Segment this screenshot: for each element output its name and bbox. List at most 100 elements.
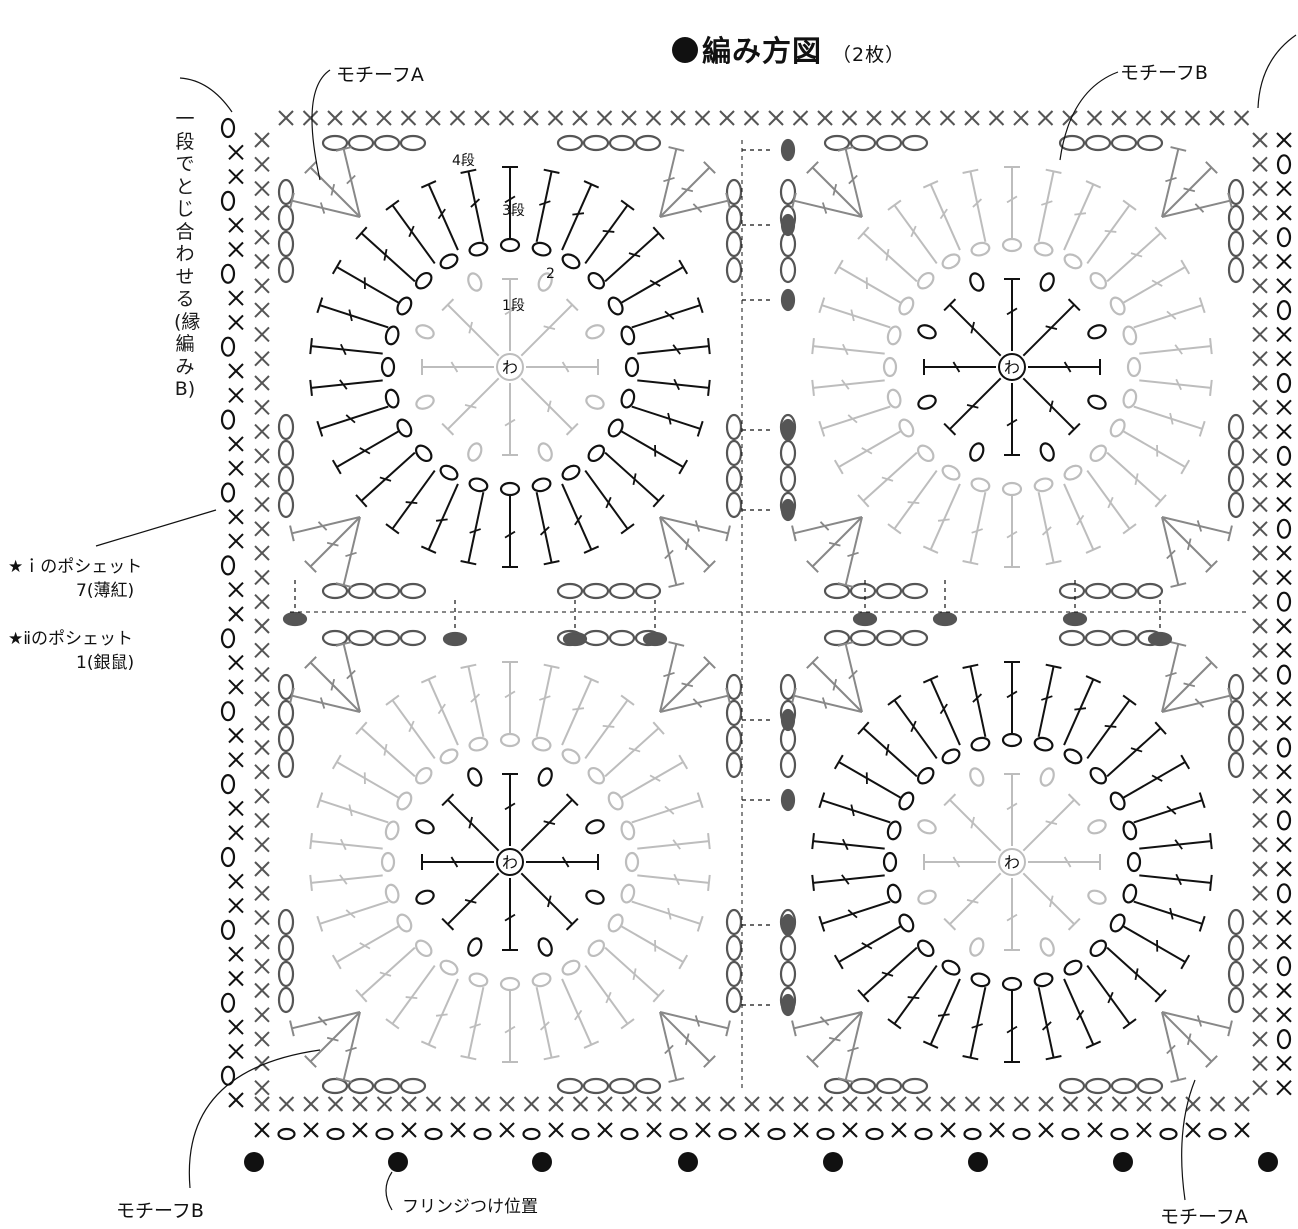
chain-stitch xyxy=(727,675,741,699)
chain-stitch xyxy=(1086,818,1107,836)
chain-stitch xyxy=(531,241,551,257)
chain-stitch xyxy=(1161,1129,1177,1139)
dc-stitch xyxy=(660,517,715,572)
chain-stitch xyxy=(884,853,896,871)
sc-stitch xyxy=(1253,522,1267,536)
motif-b-bottom-left: わ xyxy=(279,631,741,1093)
dc-stitch xyxy=(1064,484,1101,553)
dc-stitch xyxy=(310,875,382,891)
chain-stitch xyxy=(781,936,795,960)
chain-stitch xyxy=(915,443,936,464)
sc-stitch xyxy=(427,1097,441,1111)
chain-stitch xyxy=(897,790,916,812)
dc-stitch xyxy=(521,794,578,851)
sc-stitch xyxy=(794,111,808,125)
chain-stitch xyxy=(620,325,636,345)
dc-stitch xyxy=(637,833,709,849)
dc-stitch xyxy=(421,181,458,250)
poshette-i-color: 7(薄紅) xyxy=(76,580,134,603)
sc-stitch xyxy=(1253,498,1267,512)
chain-stitch xyxy=(1088,443,1109,464)
chain-stitch xyxy=(1062,252,1084,271)
sc-stitch xyxy=(1253,425,1267,439)
dc-stitch xyxy=(1028,359,1100,375)
dc-stitch xyxy=(963,665,986,737)
dc-stitch xyxy=(502,279,518,351)
fringe-dot xyxy=(1113,1152,1133,1172)
sc-stitch xyxy=(1088,1123,1102,1137)
chain-stitch xyxy=(781,441,795,465)
sc-stitch xyxy=(255,230,269,244)
dc-stitch xyxy=(526,359,598,375)
chain-stitch xyxy=(1229,258,1243,282)
dc-stitch xyxy=(835,431,901,474)
sc-stitch xyxy=(1277,473,1291,487)
motif-label-top-right: モチーフB xyxy=(1120,58,1208,85)
sc-stitch xyxy=(426,111,440,125)
chain-stitch xyxy=(501,978,519,990)
sc-stitch xyxy=(304,1097,318,1111)
dc-stitch xyxy=(386,695,435,758)
chain-stitch xyxy=(349,1079,373,1093)
dc-stitch xyxy=(944,299,1001,356)
dc-stitch xyxy=(537,987,560,1059)
dc-stitch xyxy=(1162,1012,1186,1082)
sc-stitch xyxy=(941,1097,955,1111)
fringe-dot xyxy=(678,1152,698,1172)
dc-stitch xyxy=(1139,874,1211,891)
chain-stitch xyxy=(501,483,519,495)
sc-stitch xyxy=(818,111,832,125)
chain-stitch xyxy=(414,323,435,341)
chain-stitch xyxy=(782,290,794,310)
dc-stitch xyxy=(1162,1012,1217,1067)
dc-stitch xyxy=(621,755,687,798)
dc-stitch xyxy=(923,676,960,745)
sc-stitch xyxy=(1277,570,1291,584)
chain-stitch xyxy=(916,818,937,836)
dc-stitch xyxy=(605,948,664,1002)
dc-stitch xyxy=(386,471,435,534)
chain-stitch xyxy=(782,140,794,160)
chain-stitch xyxy=(1060,584,1084,598)
sc-stitch xyxy=(255,886,269,900)
chain-stitch xyxy=(825,584,849,598)
dc-stitch xyxy=(502,495,518,567)
dc-stitch xyxy=(1123,926,1189,969)
sc-stitch xyxy=(1253,1056,1267,1070)
dc-stitch xyxy=(305,657,360,712)
leader-poshette xyxy=(96,510,216,546)
chain-stitch xyxy=(1229,701,1243,725)
chain-stitch xyxy=(222,629,234,647)
sc-stitch xyxy=(1186,1123,1200,1137)
sc-stitch xyxy=(868,1097,882,1111)
dc-stitch xyxy=(807,657,862,712)
dc-stitch xyxy=(888,200,937,263)
sc-stitch xyxy=(966,1097,980,1111)
chain-stitch xyxy=(536,766,554,787)
dc-stitch xyxy=(963,170,986,242)
chain-stitch xyxy=(279,675,293,699)
sc-stitch xyxy=(1253,619,1267,633)
sc-stitch xyxy=(598,1123,612,1137)
sc-stitch xyxy=(916,111,930,125)
chain-stitch xyxy=(375,584,399,598)
chain-stitch xyxy=(1108,295,1127,317)
sc-stitch xyxy=(1277,400,1291,414)
chain-stitch xyxy=(1229,441,1243,465)
chain-stitch xyxy=(1003,734,1021,746)
chain-stitch xyxy=(1033,241,1053,257)
chain-stitch xyxy=(466,441,484,462)
sc-stitch xyxy=(1253,327,1267,341)
sc-stitch xyxy=(229,1093,243,1107)
sc-stitch xyxy=(353,111,367,125)
sc-stitch xyxy=(867,111,881,125)
chain-stitch xyxy=(1138,584,1162,598)
chain-stitch xyxy=(782,915,794,935)
chain-stitch xyxy=(626,358,638,376)
sc-stitch xyxy=(843,1123,857,1137)
sc-stitch xyxy=(1088,111,1102,125)
chain-stitch xyxy=(558,1079,582,1093)
sc-stitch xyxy=(1277,327,1291,341)
sc-stitch xyxy=(229,1044,243,1058)
sc-stitch xyxy=(892,1097,906,1111)
